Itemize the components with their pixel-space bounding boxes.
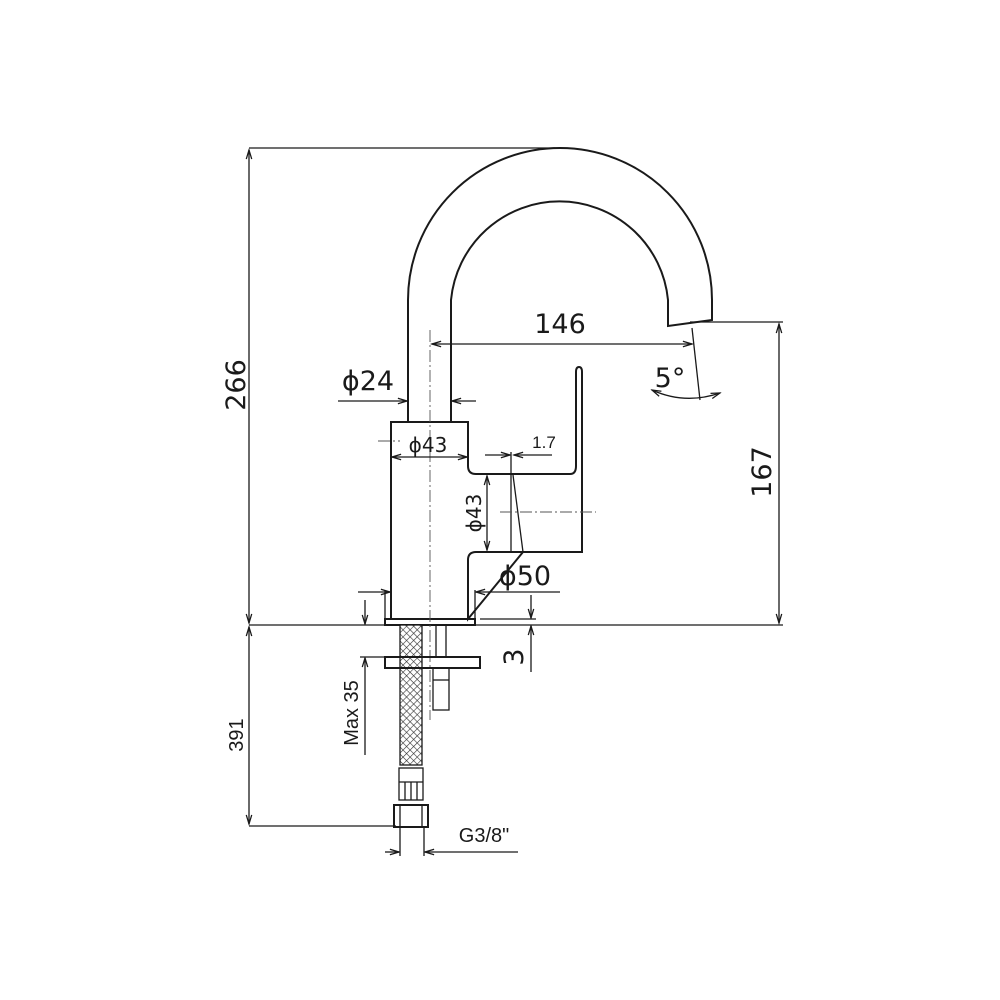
dim-base-thickness: 3	[499, 648, 530, 665]
dim-hose-length: 391	[226, 718, 248, 751]
dim-handle-gap: 1.7	[532, 433, 556, 452]
spout	[407, 147, 713, 422]
rod-fitting	[432, 667, 450, 711]
threaded-rod	[435, 624, 447, 658]
dim-spout-height: 167	[747, 446, 778, 498]
dim-spout-diameter: ϕ24	[342, 366, 394, 397]
body	[390, 421, 511, 619]
hose-nut	[393, 804, 429, 828]
dim-max-countertop: Max 35	[341, 680, 363, 746]
flexible-hose	[399, 624, 423, 766]
dim-spout-angle: 5°	[655, 363, 686, 394]
handle-lever	[511, 365, 583, 553]
dim-handle-diameter: ϕ43	[462, 494, 486, 533]
dim-body-diameter: ϕ43	[409, 433, 448, 457]
cartridge	[510, 452, 524, 553]
dim-connection-thread: G3/8"	[459, 825, 509, 847]
dim-spout-reach: 146	[534, 309, 586, 340]
dim-base-diameter: ϕ50	[499, 561, 551, 592]
dim-total-height: 266	[221, 359, 252, 411]
mounting-plate	[384, 656, 481, 669]
